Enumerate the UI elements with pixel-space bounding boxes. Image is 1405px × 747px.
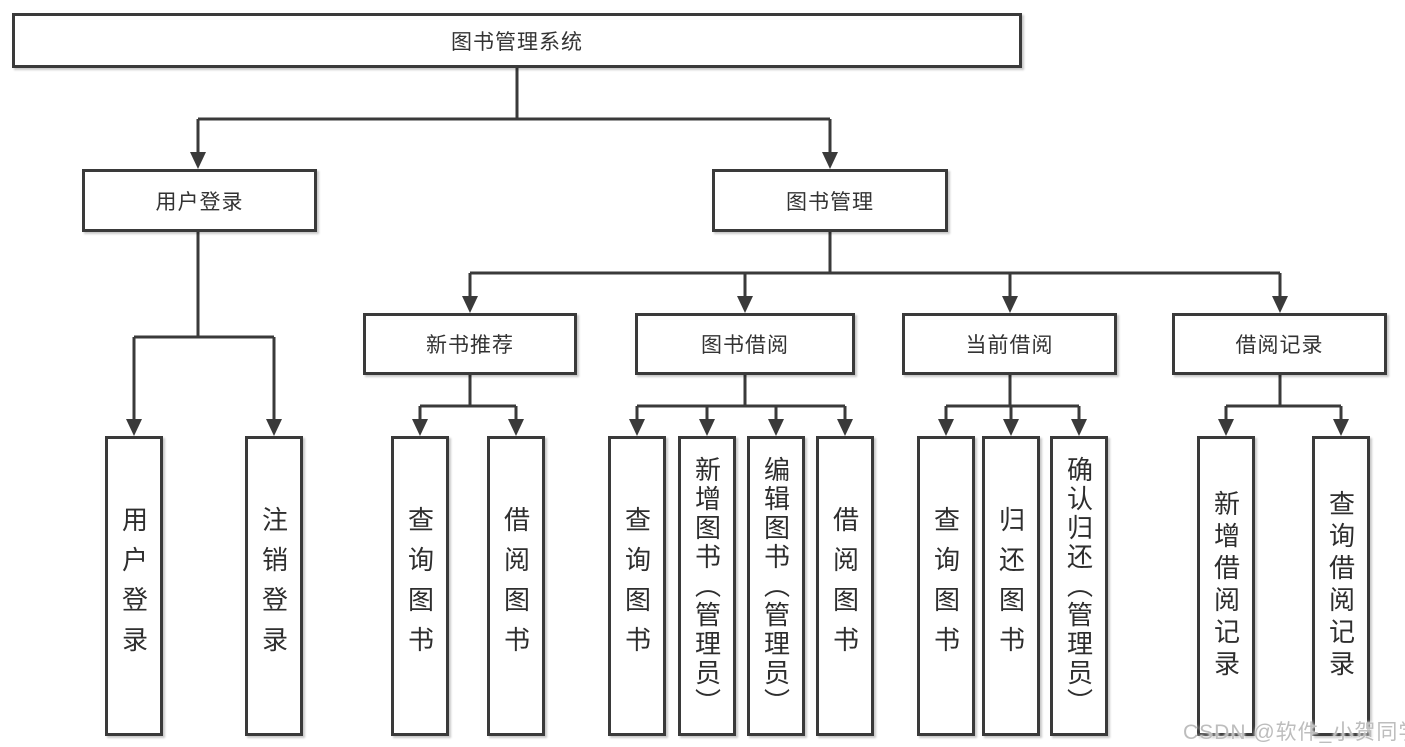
leaf-query-books-lending: 查询图书 [608, 436, 666, 736]
node-book-management: 图书管理 [712, 169, 948, 232]
leaf-add-lending-record: 新增借阅记录 [1197, 436, 1255, 736]
leaf-query-lending-record: 查询借阅记录 [1312, 436, 1370, 736]
leaf-borrow-books-recommend: 借阅图书 [487, 436, 545, 736]
leaf-query-books-recommend: 查询图书 [391, 436, 449, 736]
leaf-edit-book-admin: 编辑图书（管理员） [747, 436, 805, 736]
node-root: 图书管理系统 [12, 13, 1022, 68]
node-book-lending: 图书借阅 [635, 313, 855, 375]
leaf-user-login: 用户登录 [105, 436, 163, 736]
node-user-login: 用户登录 [82, 169, 317, 232]
node-new-book-recommend: 新书推荐 [363, 313, 577, 375]
leaf-return-book: 归还图书 [982, 436, 1040, 736]
leaf-logout: 注销登录 [245, 436, 303, 736]
leaf-query-books-current: 查询图书 [917, 436, 975, 736]
watermark: CSDN @软件_小贺同学 [1183, 721, 1405, 744]
node-lending-records: 借阅记录 [1172, 313, 1387, 375]
node-current-lending: 当前借阅 [902, 313, 1117, 375]
leaf-add-book-admin: 新增图书（管理员） [678, 436, 736, 736]
leaf-borrow-books-lending: 借阅图书 [816, 436, 874, 736]
leaf-confirm-return-admin: 确认归还（管理员） [1050, 436, 1108, 736]
